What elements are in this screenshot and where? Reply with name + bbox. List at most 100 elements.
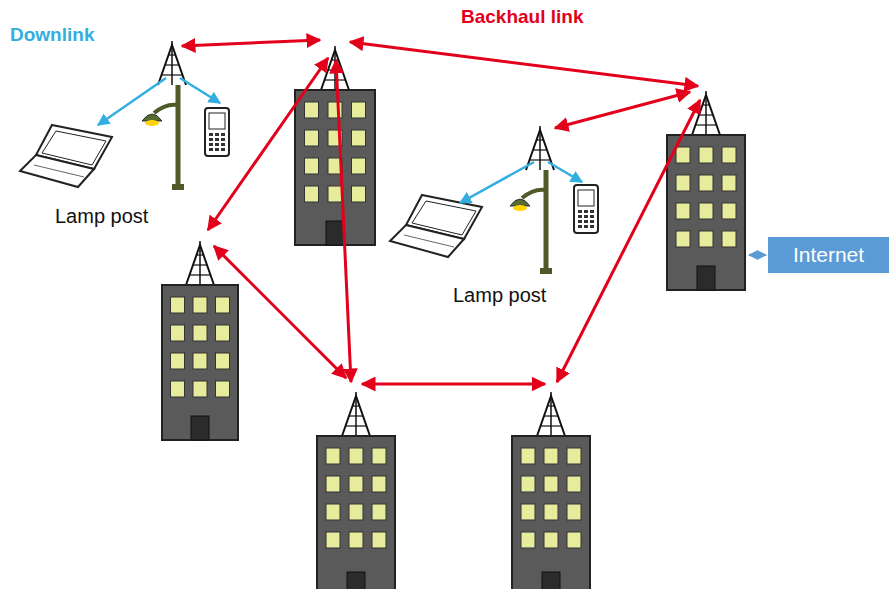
internet-link [749,254,766,256]
laptop-base [390,225,464,257]
phone-key [215,133,219,136]
device-group [20,108,598,257]
building-window [372,476,386,492]
link-group [98,40,766,384]
phone-body [205,108,229,156]
laptop-keys [34,165,84,177]
building-window [171,325,185,341]
building-window [305,186,319,202]
internet-box: Internet [768,237,889,273]
building-window [722,175,736,191]
downlink-arrow [548,162,582,182]
backhaul-arrow [182,40,320,46]
building-window [567,532,581,548]
downlink-arrow [460,162,534,203]
downlink-title: Downlink [10,24,94,46]
building-window [305,130,319,146]
phone-key [221,133,225,136]
building-window [352,186,366,202]
backhaul-title: Backhaul link [461,6,584,28]
phone-key [590,215,594,218]
building-window [722,147,736,163]
backhaul-arrow [350,42,698,86]
antenna-mast [705,91,707,135]
backhaul-arrow [214,246,346,378]
building-window [521,532,535,548]
phone-key [578,215,582,218]
building-door [542,572,560,589]
building-body [512,436,590,589]
lamp-head [510,199,530,206]
building-window [567,504,581,520]
building-window [676,203,690,219]
building-window [326,448,340,464]
building-window [216,297,230,313]
building-window [305,102,319,118]
building-window [372,532,386,548]
building-window [326,476,340,492]
backhaul-arrow [362,383,545,386]
lamp-light [513,205,527,211]
building-window [722,203,736,219]
lamp-post-label: Lamp post [453,284,546,307]
phone-key [584,210,588,213]
phone-key [209,138,213,141]
phone-key [221,143,225,146]
backhaul-arrow [336,60,351,382]
lamp-group [142,41,554,274]
building-door [347,572,365,589]
building-window [349,504,363,520]
building-door [697,266,715,290]
building-window [326,532,340,548]
building-window [699,147,713,163]
antenna-mast [171,41,173,85]
building-door [191,416,209,440]
building-window [544,504,558,520]
lamp-head [142,114,162,121]
phone-key [209,148,213,151]
phone-key [209,133,213,136]
building-window [521,504,535,520]
phone-key [215,148,219,151]
building-body [667,135,745,290]
phone-key [584,225,588,228]
lamp-arm [154,105,178,113]
building-window [722,231,736,247]
phone-screen [578,190,594,206]
antenna-mast [355,392,357,436]
building-body [317,436,395,589]
building-window [676,147,690,163]
downlink-arrow [180,78,220,103]
lamp-base [540,268,552,274]
backhaul-arrow [555,92,690,128]
building-window [352,158,366,174]
building-window [544,532,558,548]
building-group [162,46,745,589]
building-window [699,175,713,191]
downlink-arrow [98,78,166,125]
antenna-mast [539,126,541,170]
building-window [328,186,342,202]
phone-key [584,215,588,218]
phone-screen [209,113,225,129]
building-window [349,532,363,548]
phone-body [574,185,598,233]
node-text: Internet [793,243,864,267]
laptop-keys [404,235,454,247]
building-window [521,448,535,464]
lamp-base [172,184,184,190]
phone-key [215,143,219,146]
building-window [216,381,230,397]
building-window [699,231,713,247]
phone-key [590,220,594,223]
building-body [295,90,375,245]
building-window [544,448,558,464]
building-window [521,476,535,492]
phone-key [584,220,588,223]
building-window [676,175,690,191]
building-window [352,130,366,146]
backhaul-arrow [208,58,328,230]
building-window [171,353,185,369]
